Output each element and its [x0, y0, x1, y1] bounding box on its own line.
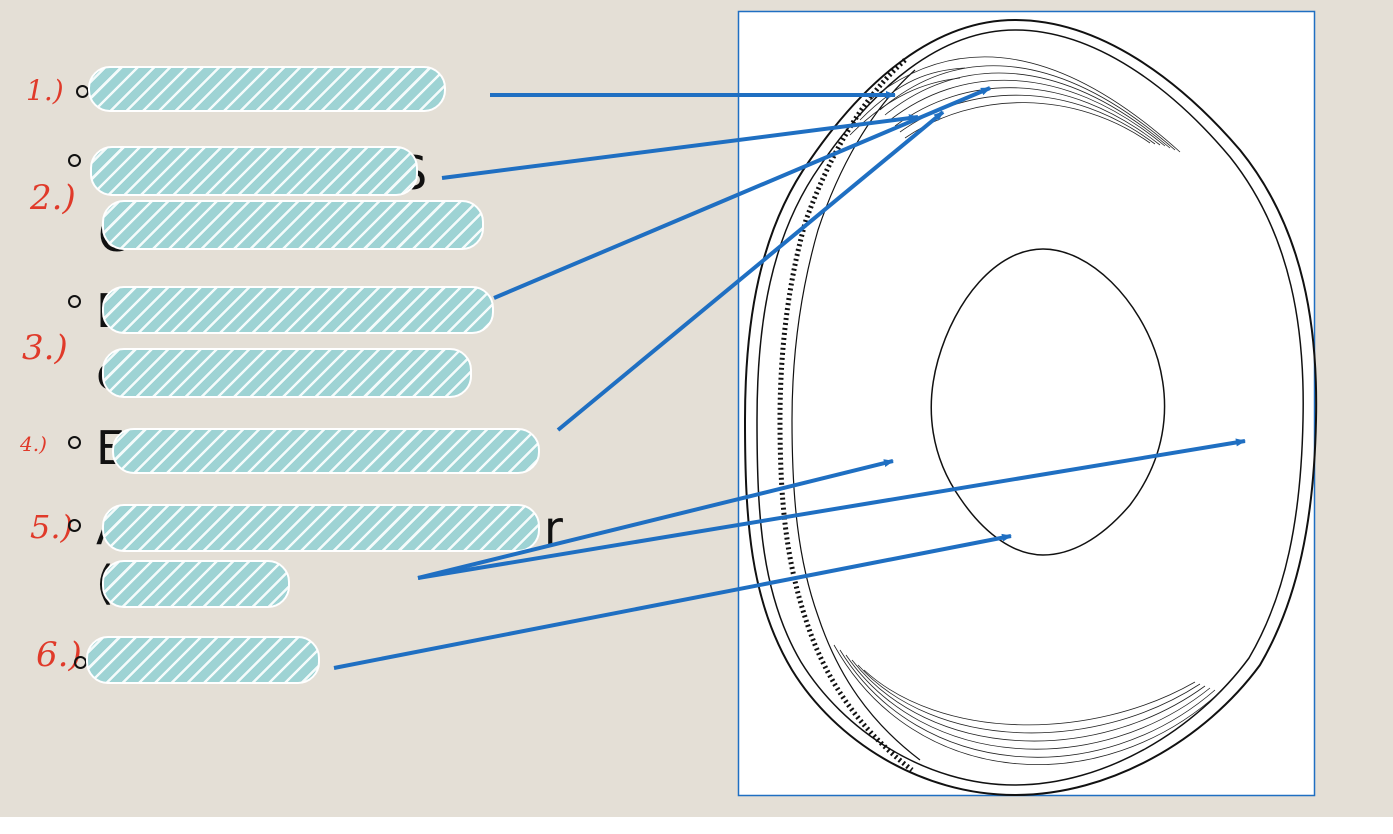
- bullet-marker: [68, 295, 81, 308]
- arrow-5b: [417, 438, 1246, 580]
- label-number-2: 2.): [30, 178, 76, 218]
- redacted-label-3a: [102, 286, 494, 334]
- arrow-2: [441, 114, 919, 180]
- bullet-text-fragment: r: [544, 501, 563, 555]
- bullet-marker: [68, 154, 81, 167]
- label-number-6: 6.): [36, 635, 82, 675]
- label-number-5: 5.): [30, 508, 74, 546]
- redacted-label-1: [88, 66, 446, 112]
- redacted-label-2b: [102, 200, 484, 250]
- redacted-label-5a: [102, 504, 540, 552]
- redacted-label-5b: [102, 560, 290, 608]
- label-number-4: 4.): [20, 432, 47, 456]
- redacted-label-6: [86, 636, 320, 684]
- bullet-marker: [68, 519, 81, 532]
- lens-fibers-posterior: [833, 644, 1221, 765]
- lens-cortex-boundary: [791, 69, 921, 761]
- lens-image-frame: [737, 10, 1316, 797]
- bullet-marker: [68, 436, 81, 449]
- arrow-4: [556, 110, 945, 432]
- pointer-arrows: [333, 86, 1246, 670]
- label-number-3: 3.): [22, 328, 68, 368]
- lens-capsule-inner: [756, 29, 1304, 786]
- arrow-5a: [417, 459, 894, 580]
- redacted-label-2a: [90, 146, 418, 196]
- arrow-3: [493, 86, 991, 300]
- redacted-label-3b: [102, 348, 472, 398]
- lens-nucleus: [930, 248, 1166, 556]
- arrow-6: [333, 533, 1012, 670]
- label-number-1: 1.): [26, 74, 64, 107]
- redacted-label-4: [112, 428, 540, 474]
- lens-capsule-outer: [743, 18, 1318, 797]
